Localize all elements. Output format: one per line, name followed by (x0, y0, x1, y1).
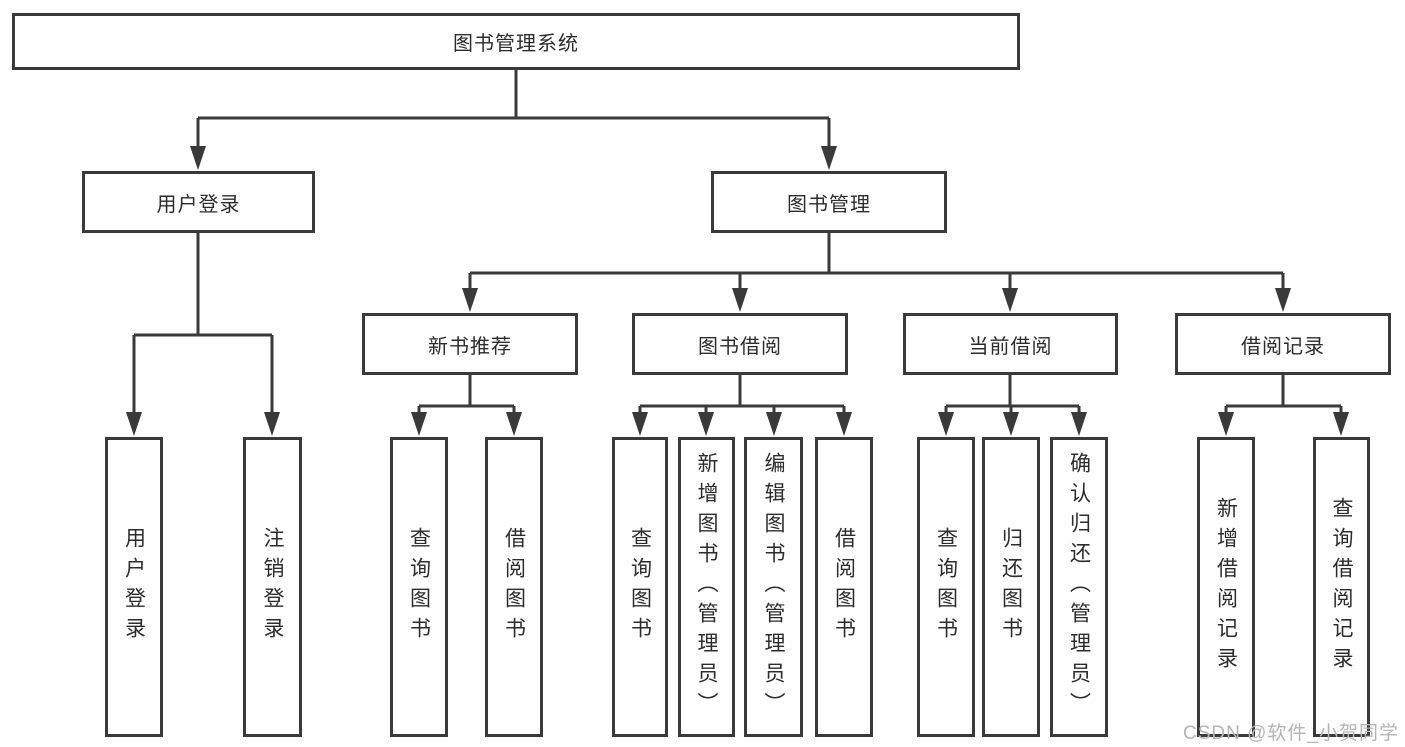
leaf-confirm-return-admin: 确认归还（管理员） (1050, 437, 1108, 737)
leaf-user-login: 用户登录 (105, 437, 163, 737)
node-book-borrowing: 图书借阅 (632, 313, 848, 375)
arrowheads (126, 146, 1349, 436)
node-new-book-recommend: 新书推荐 (362, 313, 578, 375)
leaf-query-book-current: 查询图书 (917, 437, 975, 737)
leaf-borrow-book: 借阅图书 (815, 437, 873, 737)
leaf-query-book-borrowing: 查询图书 (612, 437, 668, 737)
watermark: CSDN @软件_小贺同学 (1183, 723, 1399, 744)
leaf-edit-book-admin: 编辑图书（管理员） (744, 437, 803, 737)
leaf-return-book: 归还图书 (982, 437, 1040, 737)
leaf-logout: 注销登录 (243, 437, 302, 737)
node-book-management: 图书管理 (711, 171, 947, 233)
leaf-add-borrow-record: 新增借阅记录 (1197, 437, 1255, 737)
node-borrowing-records: 借阅记录 (1175, 313, 1391, 375)
node-user-login: 用户登录 (82, 171, 315, 233)
leaf-borrow-book-recommend: 借阅图书 (485, 437, 543, 737)
node-library-management-system: 图书管理系统 (12, 13, 1020, 70)
leaf-query-book-recommend: 查询图书 (390, 437, 448, 737)
leaf-query-borrow-record: 查询借阅记录 (1313, 437, 1370, 737)
leaf-add-book-admin: 新增图书（管理员） (678, 437, 735, 737)
node-current-borrowing: 当前借阅 (903, 313, 1118, 375)
